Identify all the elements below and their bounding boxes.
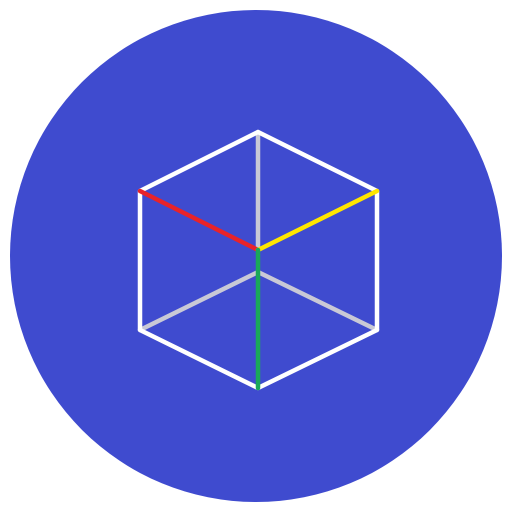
- hidden-edges-group: [137, 129, 380, 333]
- hidden-edge-left: [137, 269, 261, 333]
- axis-y-edge: [255, 188, 380, 253]
- hidden-edge-right: [255, 269, 380, 333]
- axis-x-edge: [137, 188, 261, 253]
